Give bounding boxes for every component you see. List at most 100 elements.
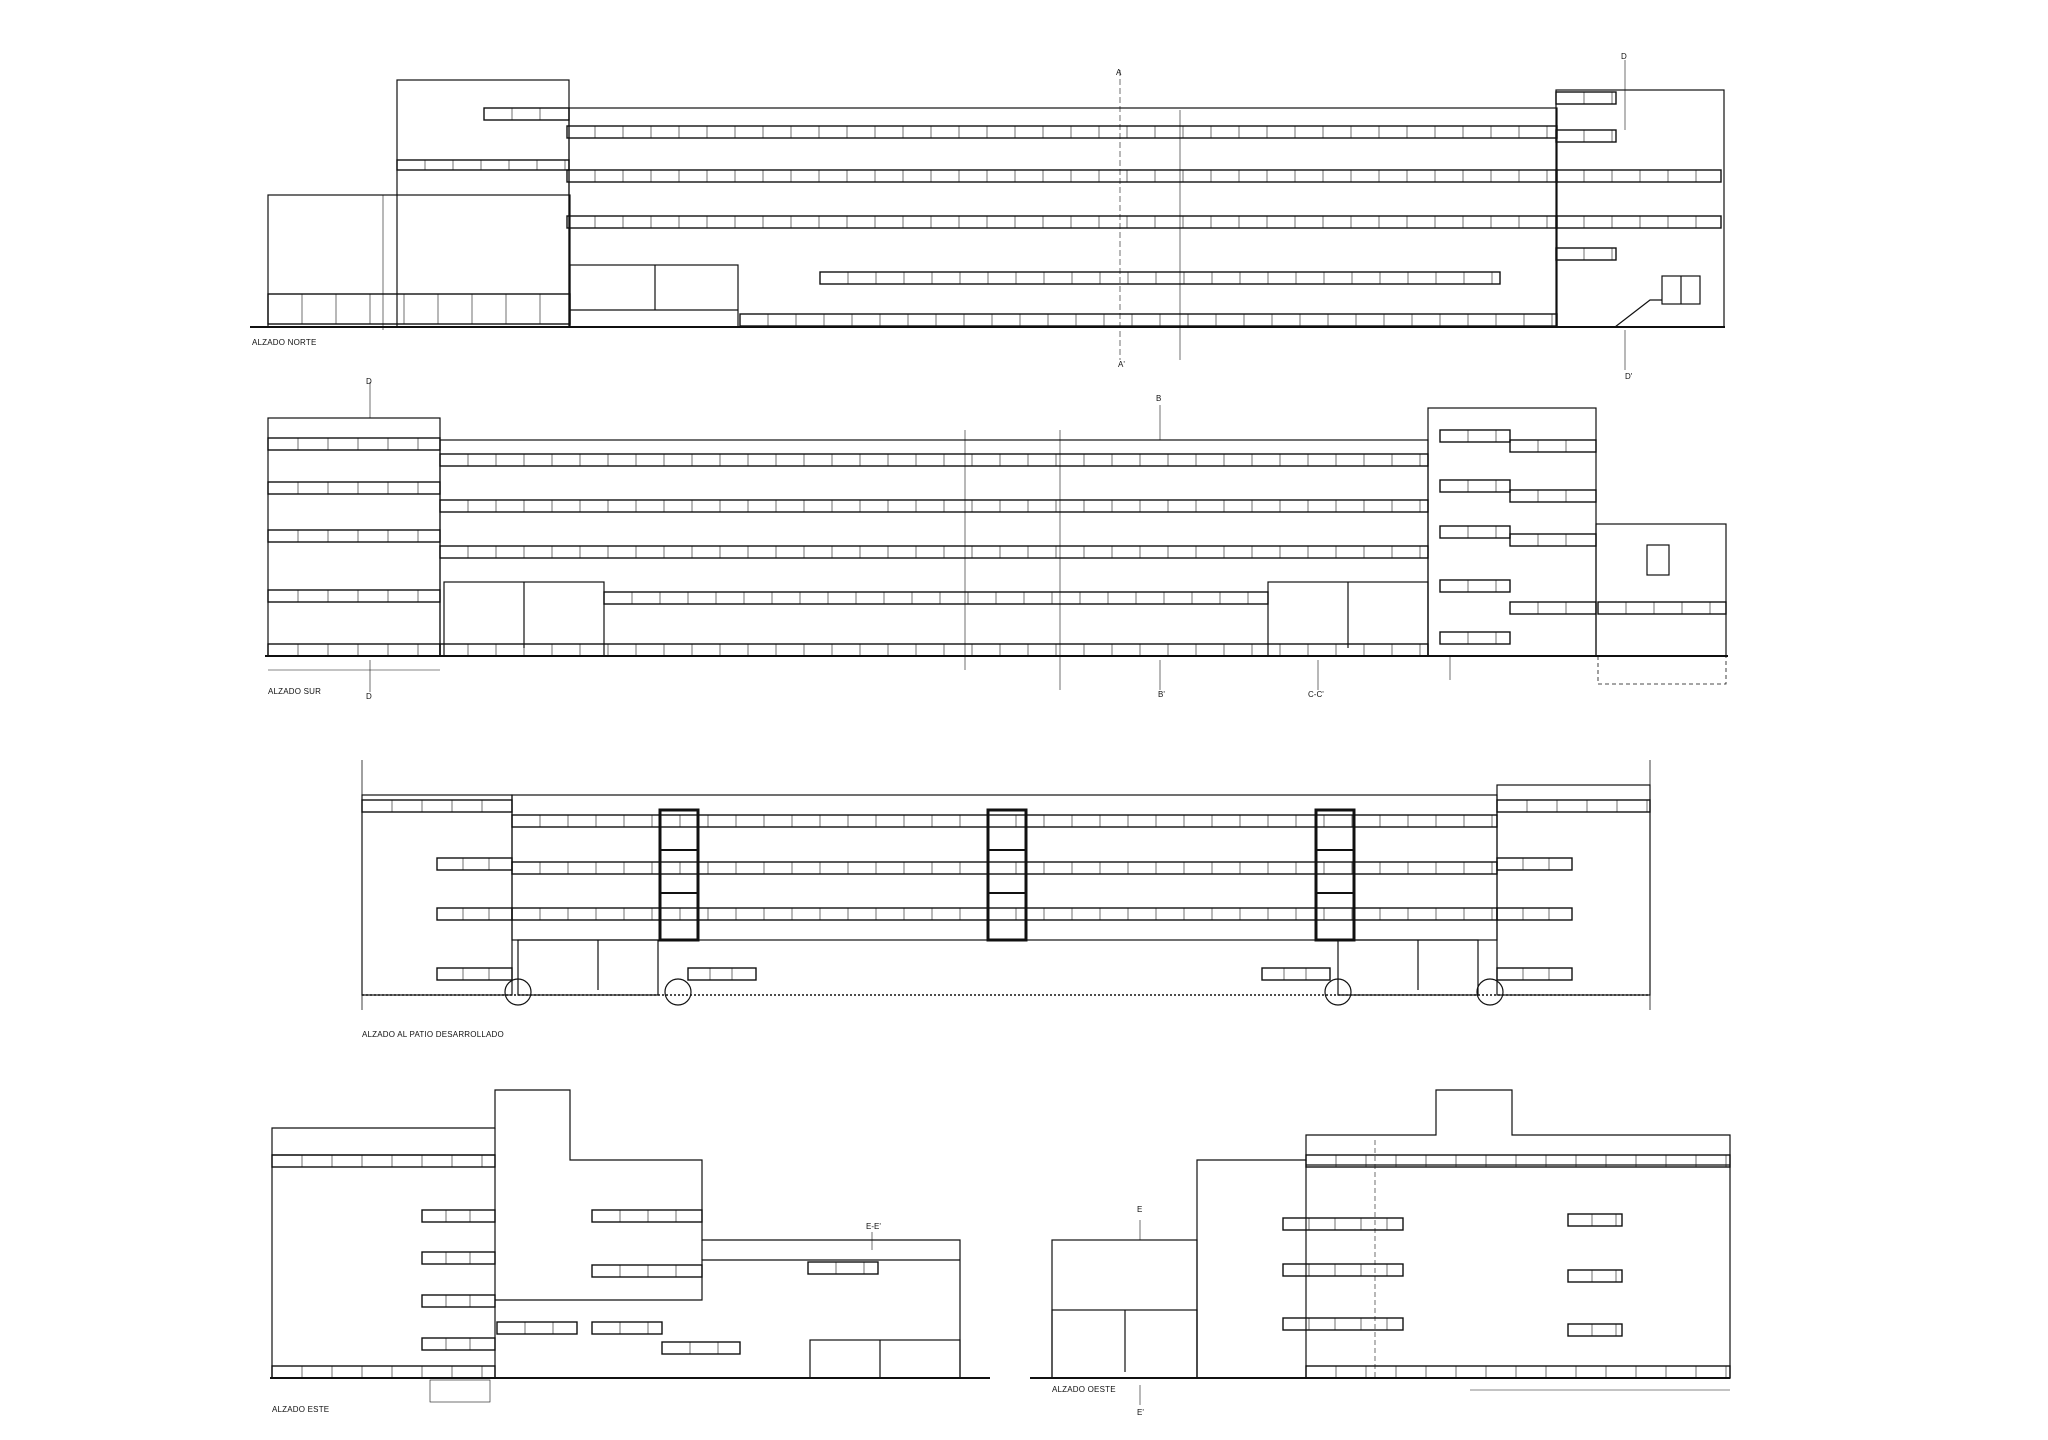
window-band bbox=[1496, 857, 1573, 871]
window-band bbox=[1509, 601, 1597, 615]
section-mark-ee: E-E' bbox=[866, 1222, 881, 1231]
window-band bbox=[591, 1264, 703, 1278]
recess-block bbox=[569, 264, 739, 328]
window-band bbox=[396, 159, 570, 171]
window-band bbox=[421, 1294, 496, 1308]
window-band bbox=[807, 1261, 879, 1275]
tower-left bbox=[396, 79, 570, 328]
window-band bbox=[267, 643, 441, 657]
window-band bbox=[1439, 631, 1511, 645]
window-band bbox=[1567, 1213, 1623, 1227]
window-band bbox=[566, 125, 1558, 139]
window-band bbox=[1261, 967, 1331, 981]
window-band bbox=[1305, 1154, 1731, 1168]
window-band bbox=[1509, 533, 1597, 547]
section-mark-e-prime: E' bbox=[1137, 1408, 1144, 1417]
section-mark-d-south-top: D bbox=[366, 377, 372, 386]
window-band bbox=[1496, 799, 1651, 813]
section-mark-d-prime: D' bbox=[1625, 372, 1633, 381]
window-band bbox=[1439, 579, 1511, 593]
west-elevation-title: ALZADO OESTE bbox=[1052, 1385, 1116, 1394]
section-mark-b-prime: B' bbox=[1158, 690, 1165, 699]
window-band bbox=[1439, 525, 1511, 539]
wing-right bbox=[1496, 784, 1651, 996]
tower-right bbox=[1555, 89, 1725, 328]
window-band bbox=[1555, 169, 1722, 183]
window-band bbox=[1305, 1365, 1731, 1379]
window-band bbox=[267, 481, 441, 495]
section-mark-b: B bbox=[1156, 394, 1162, 403]
window-band bbox=[421, 1209, 496, 1223]
window-band bbox=[1509, 439, 1597, 453]
south-elevation bbox=[265, 382, 1728, 692]
window-band bbox=[267, 589, 441, 603]
window-band bbox=[483, 107, 570, 121]
east-elevation bbox=[270, 1089, 990, 1403]
window-band bbox=[439, 453, 1429, 467]
window-band bbox=[739, 313, 1558, 327]
window-band bbox=[1555, 215, 1722, 229]
east-elevation-title: ALZADO ESTE bbox=[272, 1405, 330, 1414]
section-mark-a: A bbox=[1116, 68, 1122, 77]
window-band bbox=[591, 1209, 703, 1223]
window-band bbox=[687, 967, 757, 981]
window-band bbox=[1555, 91, 1617, 105]
window-band bbox=[267, 529, 441, 543]
stair-core bbox=[1314, 808, 1356, 942]
low-wing-left bbox=[267, 194, 571, 328]
window-band bbox=[496, 1321, 578, 1335]
section-mark-a-prime: A' bbox=[1118, 360, 1125, 369]
window-band bbox=[1496, 967, 1573, 981]
section-mark-cc: C-C' bbox=[1308, 690, 1324, 699]
window-bands bbox=[267, 91, 1722, 327]
window-band bbox=[1439, 429, 1511, 443]
window-bands bbox=[271, 1154, 879, 1379]
window-band bbox=[1439, 479, 1511, 493]
west-massing bbox=[1196, 1089, 1731, 1378]
section-mark-d-south-bottom: D bbox=[366, 692, 372, 701]
window-band bbox=[1282, 1263, 1404, 1277]
window-bands bbox=[1282, 1154, 1731, 1379]
window-band bbox=[1496, 907, 1573, 921]
window-band bbox=[1282, 1317, 1404, 1331]
section-mark-e: E bbox=[1137, 1205, 1143, 1214]
wing-left bbox=[361, 794, 513, 996]
window-band bbox=[566, 169, 1558, 183]
window-band bbox=[436, 967, 513, 981]
south-elevation-title: ALZADO SUR bbox=[268, 687, 322, 696]
window-band bbox=[1282, 1217, 1404, 1231]
window-band bbox=[436, 857, 513, 871]
window-band bbox=[1597, 601, 1727, 615]
stair-core bbox=[986, 808, 1028, 942]
block-left bbox=[267, 417, 441, 657]
window-bands bbox=[267, 429, 1727, 657]
annex-right bbox=[1595, 523, 1727, 657]
window-band bbox=[603, 591, 1269, 605]
window-band bbox=[267, 293, 571, 325]
north-elevation-title: ALZADO NORTE bbox=[252, 338, 317, 347]
block-right bbox=[1427, 407, 1597, 657]
patio-elevation-title: ALZADO AL PATIO DESARROLLADO bbox=[362, 1030, 504, 1039]
window-band bbox=[361, 799, 513, 813]
window-band bbox=[511, 814, 1498, 828]
window-band bbox=[267, 437, 441, 451]
window-band bbox=[439, 643, 1429, 657]
window-band bbox=[1509, 489, 1597, 503]
north-elevation bbox=[250, 60, 1725, 370]
window-band bbox=[819, 271, 1501, 285]
window-band bbox=[566, 215, 1558, 229]
main-block bbox=[568, 107, 1558, 328]
window-band bbox=[1567, 1269, 1623, 1283]
window-band bbox=[439, 499, 1429, 513]
window-band bbox=[421, 1251, 496, 1265]
window-band bbox=[1555, 247, 1617, 261]
patio-elevation bbox=[361, 760, 1651, 1010]
window-band bbox=[1567, 1323, 1623, 1337]
window-band bbox=[271, 1154, 496, 1168]
window-bands bbox=[361, 799, 1651, 981]
window-band bbox=[271, 1365, 496, 1379]
window-band bbox=[591, 1321, 663, 1335]
section-mark-d: D bbox=[1621, 52, 1627, 61]
